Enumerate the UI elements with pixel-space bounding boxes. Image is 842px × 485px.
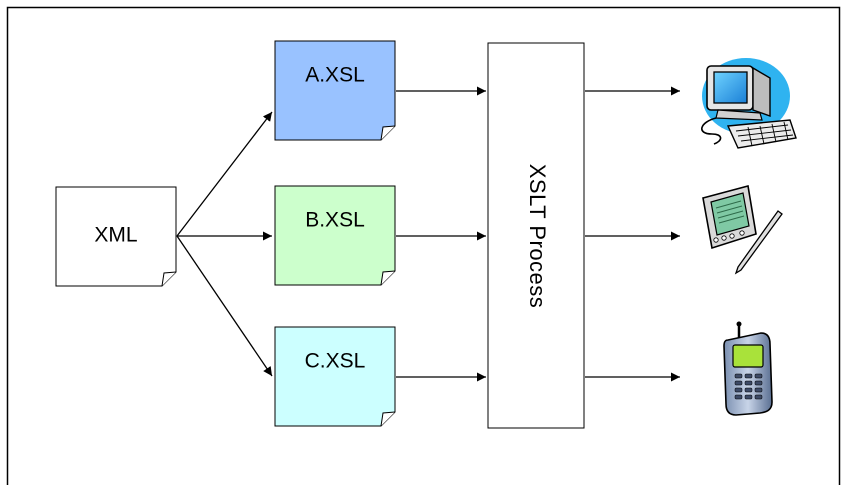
stylesheet-a-label: A.XSL [305,64,365,87]
stylesheet-c: C.XSL [274,326,396,427]
xslt-process-box: XSLT Process [487,42,585,429]
xml-document: XML [55,186,177,287]
stylesheet-b: B.XSL [274,185,396,286]
xml-label: XML [94,224,137,247]
desktop-computer-icon [701,58,797,149]
stylesheet-a: A.XSL [274,40,396,141]
mobile-phone-icon [723,321,773,416]
arrow-xml-to-c [176,235,273,377]
arrow-xml-to-a [176,111,273,237]
pda-handheld-icon [702,185,783,275]
stylesheet-b-label: B.XSL [305,209,365,232]
xslt-process-label: XSLT Process [525,164,550,309]
stylesheet-c-label: C.XSL [305,350,366,373]
